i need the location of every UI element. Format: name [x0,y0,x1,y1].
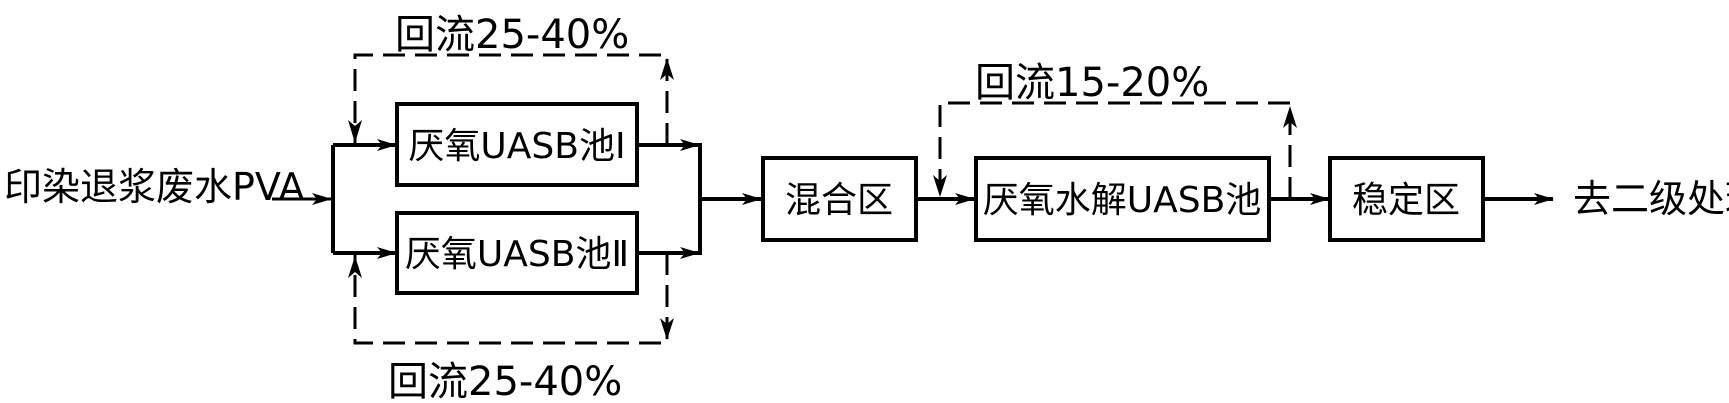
mixing-zone-box: 混合区 [761,156,918,242]
hydrolysis-uasb-box: 厌氧水解UASB池 [974,156,1271,242]
stabilization-zone-box: 稳定区 [1328,156,1485,242]
mixing-zone-label: 混合区 [785,180,893,221]
recycle-3-down-arrowhead [933,175,947,197]
recycle-3-up-arrowhead [1283,106,1297,128]
recycle-2-down-arrowhead [660,318,674,340]
hydrolysis-uasb-label: 厌氧水解UASB池 [983,180,1262,221]
input-label: 印染退浆废水PVA [4,165,304,209]
recycle-loop-hydrolysis: 回流15-20% [933,60,1297,199]
output-label: 去二级处理 [1573,177,1729,221]
uasb-2-label: 厌氧UASB池Ⅱ [405,234,629,275]
recycle-loop-uasb-1: 回流25-40% [348,12,674,145]
uasb-1-box: 厌氧UASB池Ⅰ [395,102,639,187]
recycle-1-label: 回流25-40% [395,12,629,58]
stabilization-zone-label: 稳定区 [1352,180,1460,221]
uasb-2-box: 厌氧UASB池Ⅱ [395,211,639,295]
recycle-2-label: 回流25-40% [388,359,622,403]
uasb-1-label: 厌氧UASB池Ⅰ [408,126,625,167]
recycle-loop-uasb-2: 回流25-40% [348,253,674,403]
recycle-1-down-arrowhead [348,120,362,143]
recycle-2-up-arrowhead [348,256,362,278]
recycle-3-label: 回流15-20% [975,60,1209,106]
recycle-1-up-arrowhead [660,58,674,80]
